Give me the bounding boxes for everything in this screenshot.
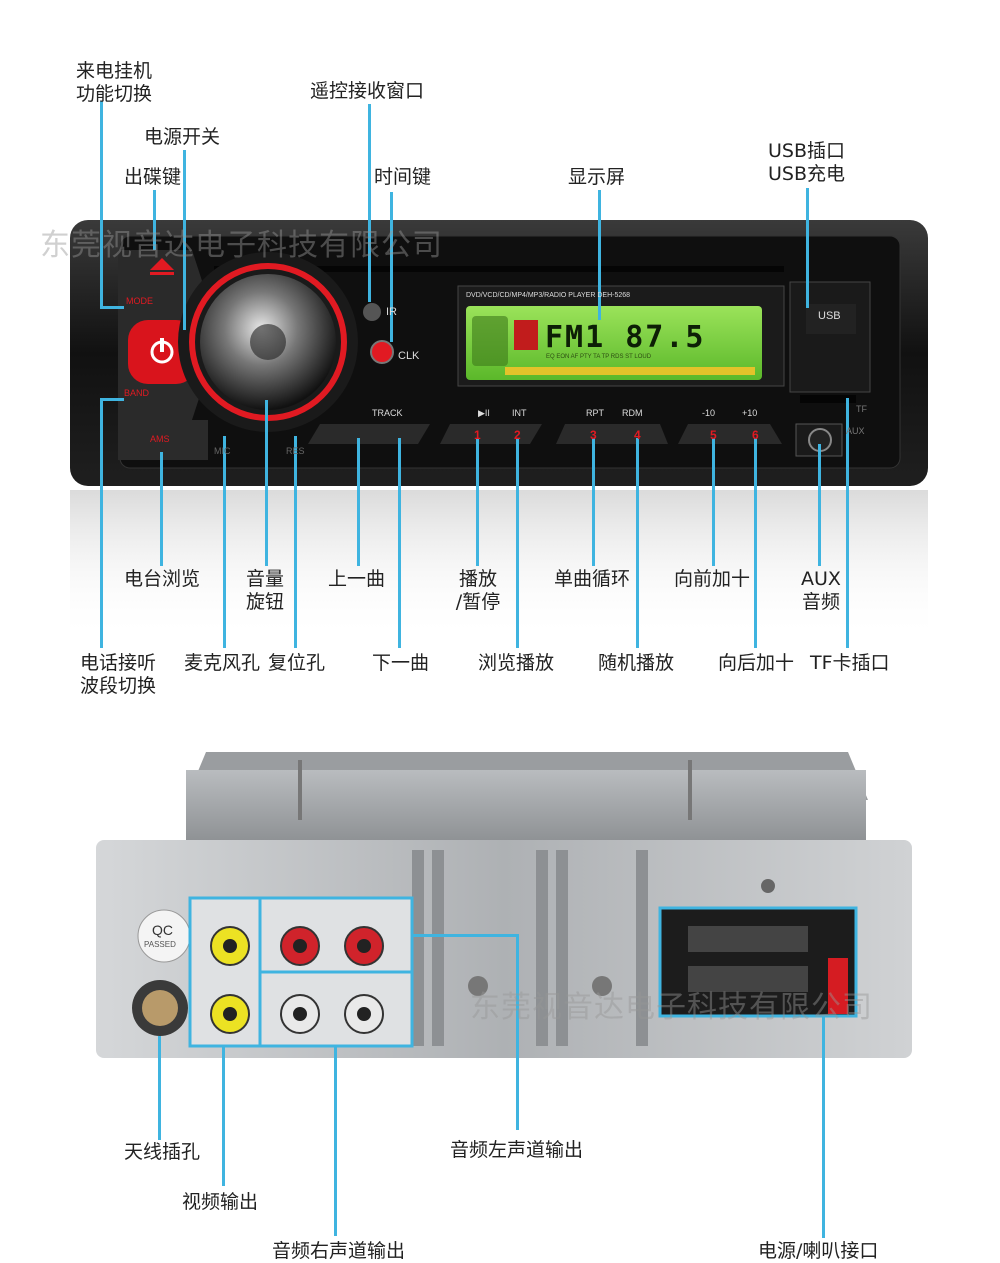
btn-number-3[interactable]: 3	[590, 428, 597, 442]
leader-aux	[818, 444, 821, 566]
panel-track-text: TRACK	[372, 408, 403, 418]
leader-audio-left	[516, 934, 519, 1130]
leader-video	[222, 1046, 225, 1186]
label-reset-hole: 复位孔	[268, 652, 326, 674]
btn-label-int: INT	[512, 408, 527, 418]
leader-tf	[846, 398, 849, 648]
btn-number-2[interactable]: 2	[514, 428, 521, 442]
leader-mode	[100, 101, 103, 309]
label-time-key: 时间键	[374, 166, 432, 188]
label-random-play: 随机播放	[598, 652, 675, 674]
leader-ams	[160, 452, 163, 566]
label-volume-knob: 音量 旋钮	[245, 568, 284, 613]
label-play-pause: 播放 /暂停	[455, 568, 501, 613]
back-panel	[96, 752, 912, 1058]
leader-band-h	[100, 398, 124, 401]
btn-number-1[interactable]: 1	[474, 428, 481, 442]
label-display: 显示屏	[568, 166, 626, 188]
label-usb: USB插口 USB充电	[768, 140, 846, 185]
leader-rpt	[592, 438, 595, 566]
label-browse-play: 浏览播放	[478, 652, 555, 674]
lcd-indicator-text: EQ EON AF PTY TA TP RDS ST LOUD	[546, 354, 652, 360]
watermark-bottom: 东莞视音达电子科技有限公司	[470, 990, 873, 1025]
leader-rdm	[636, 438, 639, 648]
panel-model-text: DVD/VCD/CD/MP4/MP3/RADIO PLAYER DEH-5268	[466, 292, 631, 299]
label-station-browse: 电台浏览	[124, 568, 201, 590]
panel-rest-text: RES	[286, 446, 305, 456]
leader-prev	[357, 438, 360, 566]
panel-clk-text: CLK	[398, 350, 420, 362]
leader-antenna	[158, 1036, 161, 1140]
label-back-10: 向后加十	[718, 652, 795, 674]
panel-tf-text: TF	[856, 404, 867, 414]
rca-jacks	[210, 926, 384, 1034]
label-audio-left: 音频左声道输出	[450, 1139, 584, 1161]
label-forward-10: 向前加十	[674, 568, 751, 590]
leader-audio-left-h	[412, 934, 518, 937]
label-video-out: 视频输出	[182, 1191, 259, 1213]
label-power-switch: 电源开关	[144, 126, 221, 148]
btn-number-5[interactable]: 5	[710, 428, 717, 442]
label-mic-hole: 麦克风孔	[184, 652, 261, 674]
leader-back10	[754, 438, 757, 648]
panel-ams-text: AMS	[150, 434, 170, 444]
leader-audio-right	[334, 1046, 337, 1236]
leader-mic	[223, 436, 226, 648]
leader-mode-h	[100, 306, 124, 309]
label-phone-band: 电话接听 波段切换	[80, 652, 157, 697]
leader-clk	[390, 192, 393, 342]
panel-mic-text: MIC	[214, 446, 231, 456]
panel-aux-text: AUX	[846, 426, 865, 436]
btn-label-minus10: -10	[702, 408, 716, 418]
btn-label-play: ▶II	[478, 408, 490, 418]
leader-ir	[368, 104, 371, 302]
leader-power-conn	[822, 1016, 825, 1238]
btn-label-rdm: RDM	[622, 408, 643, 418]
btn-number-6[interactable]: 6	[752, 428, 759, 442]
leader-play	[476, 438, 479, 566]
label-audio-right: 音频右声道输出	[272, 1240, 406, 1262]
watermark-top: 东莞视音达电子科技有限公司	[40, 228, 443, 263]
label-power-speaker: 电源/喇叭接口	[758, 1240, 879, 1262]
leader-usb	[806, 188, 809, 308]
label-antenna: 天线插孔	[124, 1141, 201, 1163]
leader-knob	[265, 400, 268, 566]
btn-number-4[interactable]: 4	[634, 428, 641, 442]
btn-label-plus10: +10	[742, 408, 758, 418]
leader-rest	[294, 436, 297, 648]
leader-int	[516, 438, 519, 648]
leader-display	[598, 190, 601, 320]
qc-sticker-text: QC	[152, 922, 173, 938]
btn-label-rpt: RPT	[586, 408, 604, 418]
qc-passed-text: PASSED	[144, 940, 176, 949]
label-next-track: 下一曲	[372, 652, 430, 674]
label-tf-slot: TF卡插口	[810, 652, 890, 674]
preset-button-row	[308, 424, 782, 444]
heat-sink-fins	[412, 850, 648, 1046]
leader-power	[183, 150, 186, 330]
label-prev-track: 上一曲	[328, 568, 386, 590]
leader-band	[100, 398, 103, 648]
label-repeat-one: 单曲循环	[554, 568, 631, 590]
leader-next	[398, 438, 401, 648]
leader-fwd10	[712, 438, 715, 566]
panel-mode-text: MODE	[126, 296, 153, 306]
label-ir-window: 遥控接收窗口	[310, 80, 425, 102]
label-mode-switch: 来电挂机 功能切换	[76, 60, 153, 105]
front-panel	[70, 220, 928, 640]
panel-band-text: BAND	[124, 388, 150, 398]
label-aux: AUX 音频	[801, 568, 841, 613]
panel-ir-text: IR	[386, 306, 397, 318]
label-eject: 出碟键	[124, 166, 182, 188]
leader-eject	[153, 190, 156, 250]
lcd-display-text: FM1 87.5	[545, 320, 706, 355]
panel-usb-text: USB	[818, 310, 841, 322]
